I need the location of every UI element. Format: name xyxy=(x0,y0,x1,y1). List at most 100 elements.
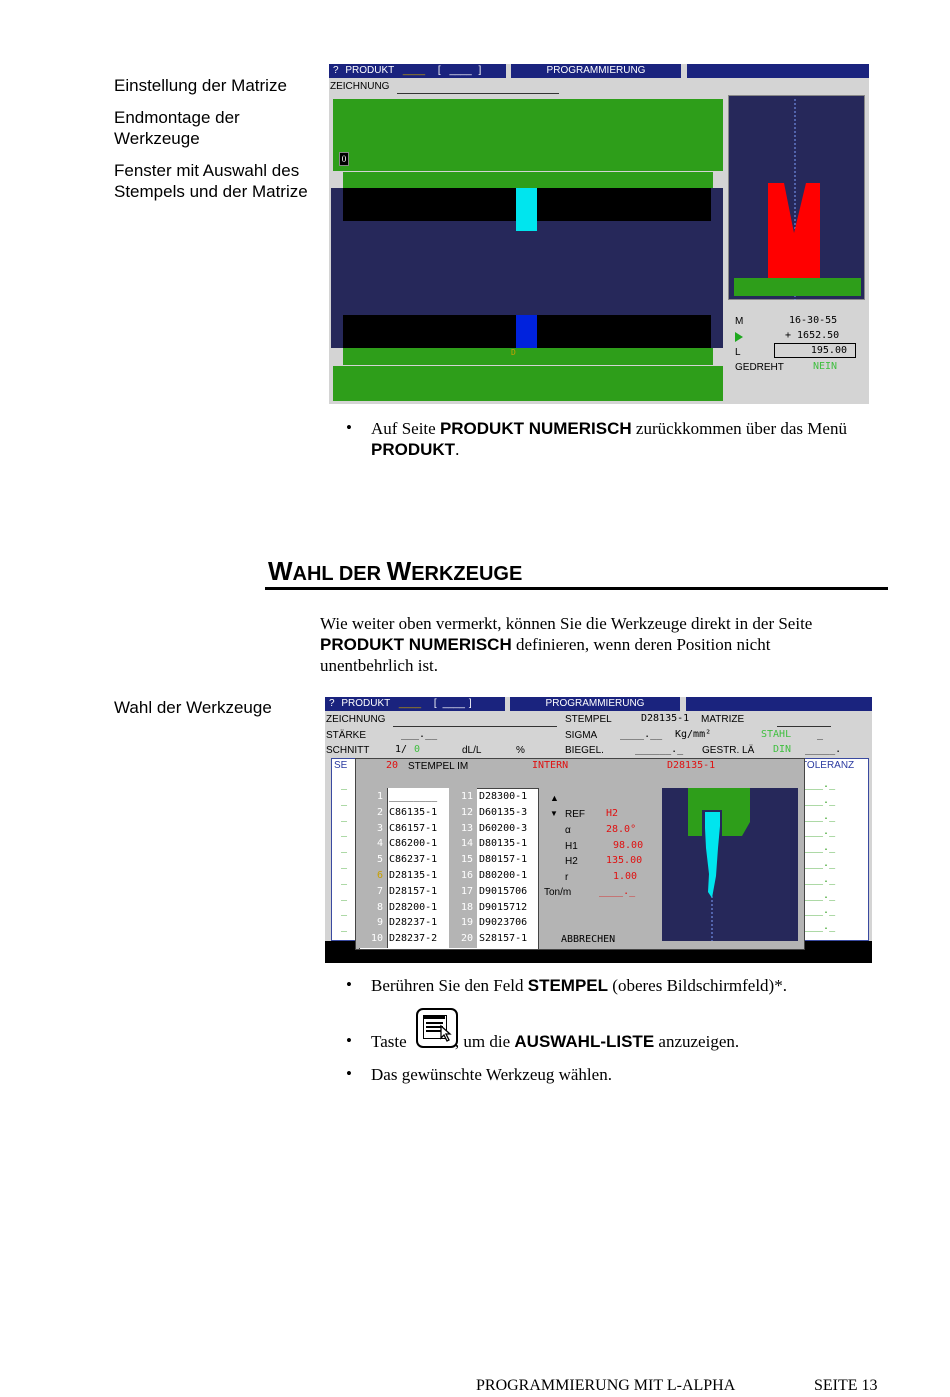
material-value[interactable]: STAHL xyxy=(761,729,792,740)
tool-list-code: D80157-1 xyxy=(479,854,528,866)
zeichnung-label: ZEICHNUNG xyxy=(330,81,390,92)
alpha-value[interactable]: 28.0° xyxy=(606,824,637,835)
starke-value[interactable]: ___.__ xyxy=(401,729,438,740)
tool-list-code: D28135-1 xyxy=(389,870,438,881)
tool-list-item[interactable]: 1 ________ xyxy=(359,789,437,805)
matrize-field[interactable] xyxy=(777,726,831,727)
l-value-field[interactable]: 195.00 xyxy=(774,343,856,358)
sigma-value[interactable]: ____.__ xyxy=(620,729,663,740)
tool-list-code: D9015712 xyxy=(479,901,528,913)
popup-title: STEMPEL IM xyxy=(408,761,469,772)
stempel-value[interactable]: D28135-1 xyxy=(641,713,690,724)
ref-label: REF xyxy=(565,809,585,820)
popup-selected: D28135-1 xyxy=(667,760,716,771)
die-tool[interactable] xyxy=(516,315,537,348)
tool-list-code: D9023706 xyxy=(479,917,528,929)
bullet-dot-2: • xyxy=(346,975,352,994)
toleranz-header: TOLERANZ xyxy=(801,760,855,771)
section-rule xyxy=(265,587,888,590)
tool-list-code: ________ xyxy=(389,791,438,802)
gedreht-value[interactable]: NEIN xyxy=(813,361,838,372)
screenshot-tool-setup: ? PRODUKT ____ [ ____ ] PROGRAMMIERUNG Z… xyxy=(329,64,869,404)
tool-list-item[interactable]: 19 D9023706 xyxy=(449,915,527,931)
popup-count: 20 xyxy=(386,760,399,771)
list-key-icon[interactable] xyxy=(416,1008,458,1048)
zeichnung-field[interactable] xyxy=(397,93,559,94)
punch-profile-shape xyxy=(688,788,750,941)
ref-value[interactable]: H2 xyxy=(606,808,619,819)
stempel-label[interactable]: STEMPEL xyxy=(565,714,612,725)
margin-note-wahl: Wahl der Werkzeuge xyxy=(114,698,272,717)
schnitt-label: SCHNITT xyxy=(326,745,370,756)
tool-list-number: 3 xyxy=(376,822,383,834)
tool-list-item[interactable]: 4 C86200-1 xyxy=(359,836,437,852)
produkt-menu[interactable]: ? PRODUKT ____ [ ____ ] xyxy=(329,64,506,78)
tool-list-code: D28200-1 xyxy=(389,901,438,913)
small-d-marker: D xyxy=(511,348,516,357)
tool-list-code: D9015706 xyxy=(479,885,528,897)
dll-label: dL/L xyxy=(462,745,482,756)
h2-value[interactable]: 135.00 xyxy=(606,855,643,866)
bullet-dot-3: • xyxy=(346,1031,352,1050)
m-label: M xyxy=(735,316,744,327)
sigma-label: SIGMA xyxy=(565,730,598,741)
tool-list-number: 15 xyxy=(460,854,473,866)
punch-tool[interactable] xyxy=(516,188,537,231)
tool-list-item[interactable]: 15 D80157-1 xyxy=(449,852,527,868)
din-value[interactable]: DIN xyxy=(773,744,792,755)
upper-beam xyxy=(333,99,723,171)
produkt-menu-2[interactable]: ? PRODUKT ____ [____] xyxy=(325,697,505,711)
header-right-2 xyxy=(686,697,872,711)
se-values: __________ xyxy=(341,779,348,933)
matrize-label[interactable]: MATRIZE xyxy=(701,714,745,725)
down-arrow-icon[interactable]: ▼ xyxy=(550,809,558,818)
tool-list-number: 1 xyxy=(376,791,383,802)
programmierung-menu-2[interactable]: PROGRAMMIERUNG xyxy=(510,697,680,711)
abbrechen-button[interactable]: ABBRECHEN xyxy=(561,934,616,945)
header-right xyxy=(687,64,869,78)
tool-list-code: C86200-1 xyxy=(389,838,438,850)
programmierung-label-2: PROGRAMMIERUNG xyxy=(545,698,645,709)
tool-list-code: C86135-1 xyxy=(389,806,438,818)
tool-list-code: D28237-1 xyxy=(389,917,438,929)
play-icon[interactable] xyxy=(735,332,743,342)
zeichnung-label-2: ZEICHNUNG xyxy=(326,714,386,725)
tool-list-number: 18 xyxy=(460,901,473,913)
r-value[interactable]: 1.00 xyxy=(613,871,638,882)
m-value: 16-30-55 xyxy=(789,315,838,326)
tool-list-number: 4 xyxy=(376,838,383,850)
h1-value[interactable]: 98.00 xyxy=(613,840,644,851)
tool-list-code: D60200-3 xyxy=(479,822,528,834)
tool-list-code: C86237-1 xyxy=(389,854,438,866)
margin-note-fenster: Fenster mit Auswahl des Stempels und der… xyxy=(114,161,308,201)
zeichnung-field-2[interactable] xyxy=(393,726,557,727)
tool-list-item[interactable]: 18 D9015712 xyxy=(449,900,527,916)
gestr-label: GESTR. LÄ xyxy=(702,745,755,756)
tool-list-number: 7 xyxy=(376,885,383,897)
tool-list-number: 19 xyxy=(460,917,473,929)
die-profile-shape xyxy=(734,99,861,300)
ton-label: Ton/m xyxy=(544,887,572,898)
schnitt-value[interactable]: 1/ xyxy=(395,744,408,755)
intro-paragraph: Wie weiter oben vermerkt, können Sie die… xyxy=(320,614,813,675)
ton-value[interactable]: ____._ xyxy=(599,886,636,897)
bullet-dot: • xyxy=(346,418,352,437)
popup-intern: INTERN xyxy=(532,760,569,771)
programmierung-menu[interactable]: PROGRAMMIERUNG xyxy=(511,64,681,78)
up-arrow-icon[interactable]: ▲ xyxy=(550,793,559,803)
